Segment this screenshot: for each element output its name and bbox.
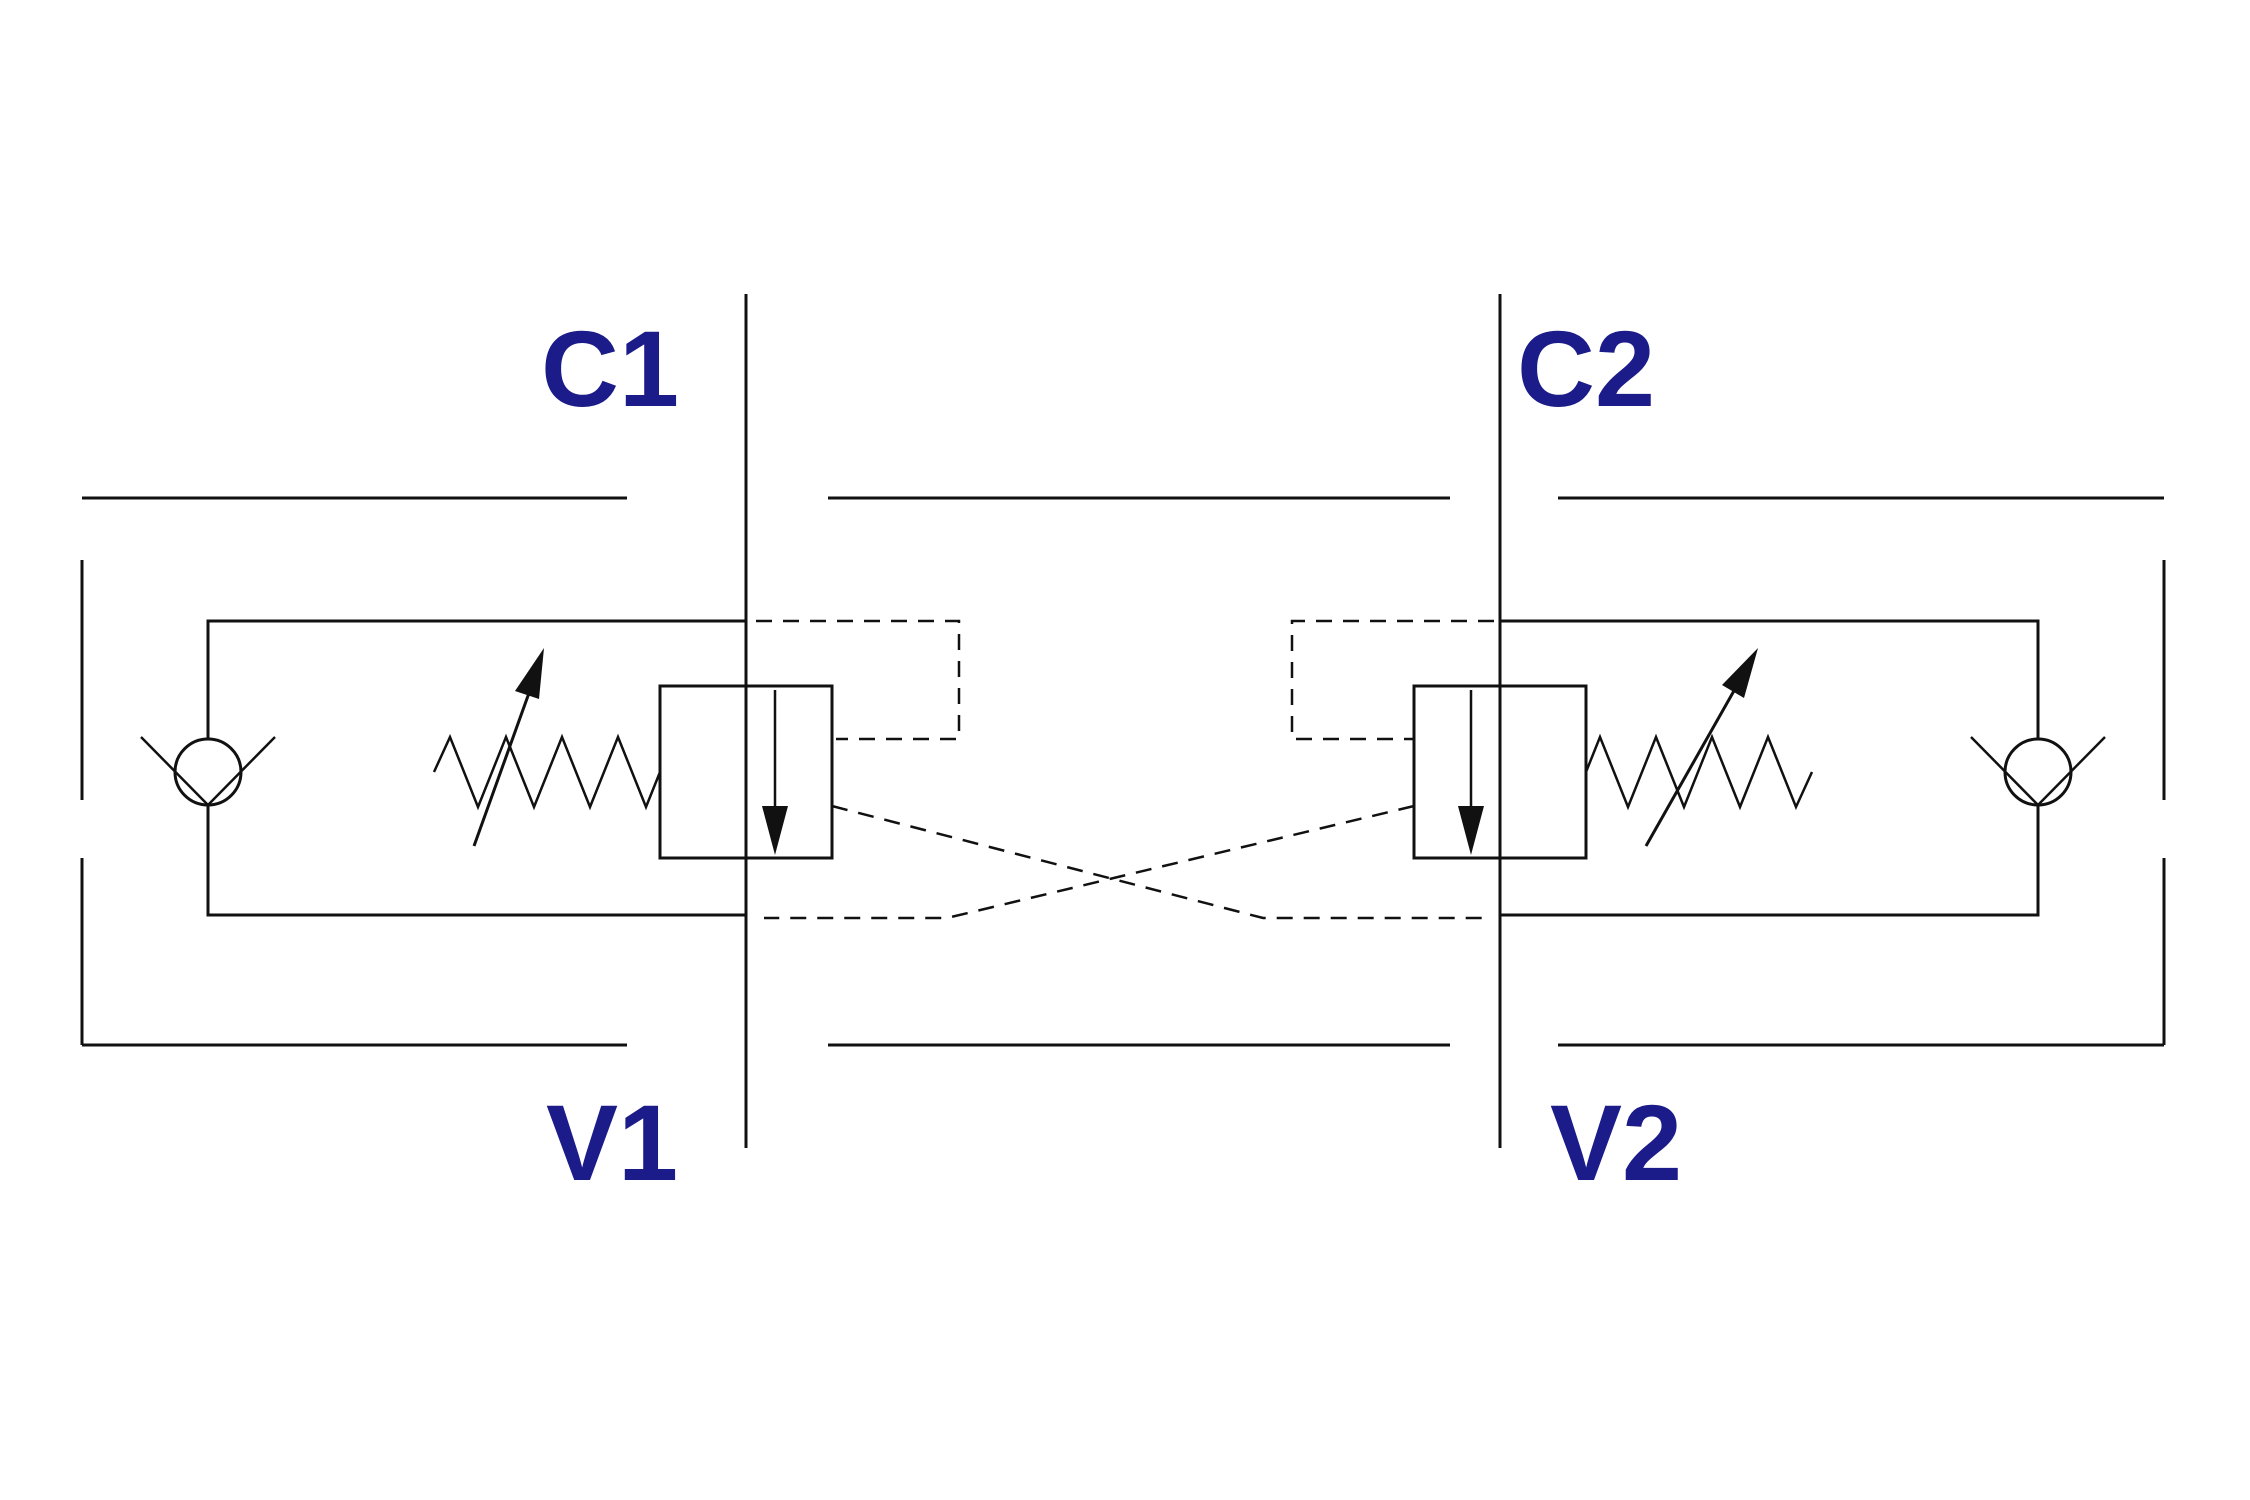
check-valve-right — [1970, 736, 2106, 807]
port-label-c2: C2 — [1517, 308, 1655, 429]
pilot-line-right — [1290, 619, 1494, 741]
spring-right — [1584, 733, 1814, 811]
check-ball-right — [2003, 737, 2073, 807]
counterbalance-valve-right — [1412, 684, 1588, 860]
cross-pilot-left — [831, 804, 1482, 920]
check-valve-left — [140, 736, 276, 807]
check-ball-left — [173, 737, 243, 807]
port-label-v1: V1 — [546, 1082, 678, 1203]
pilot-line-left — [756, 619, 961, 741]
counterbalance-valve-left — [658, 684, 834, 860]
flow-arrow-down-left — [762, 690, 788, 855]
envelope-boundary — [80, 496, 2166, 1047]
cross-pilot-right — [764, 804, 1415, 920]
adjustment-arrow-right — [1644, 648, 1758, 847]
port-label-v2: V2 — [1550, 1082, 1682, 1203]
port-label-c1: C1 — [541, 308, 679, 429]
spring-left — [432, 733, 662, 811]
flow-arrow-down-right — [1458, 690, 1484, 855]
adjustment-arrow-left — [472, 648, 544, 847]
